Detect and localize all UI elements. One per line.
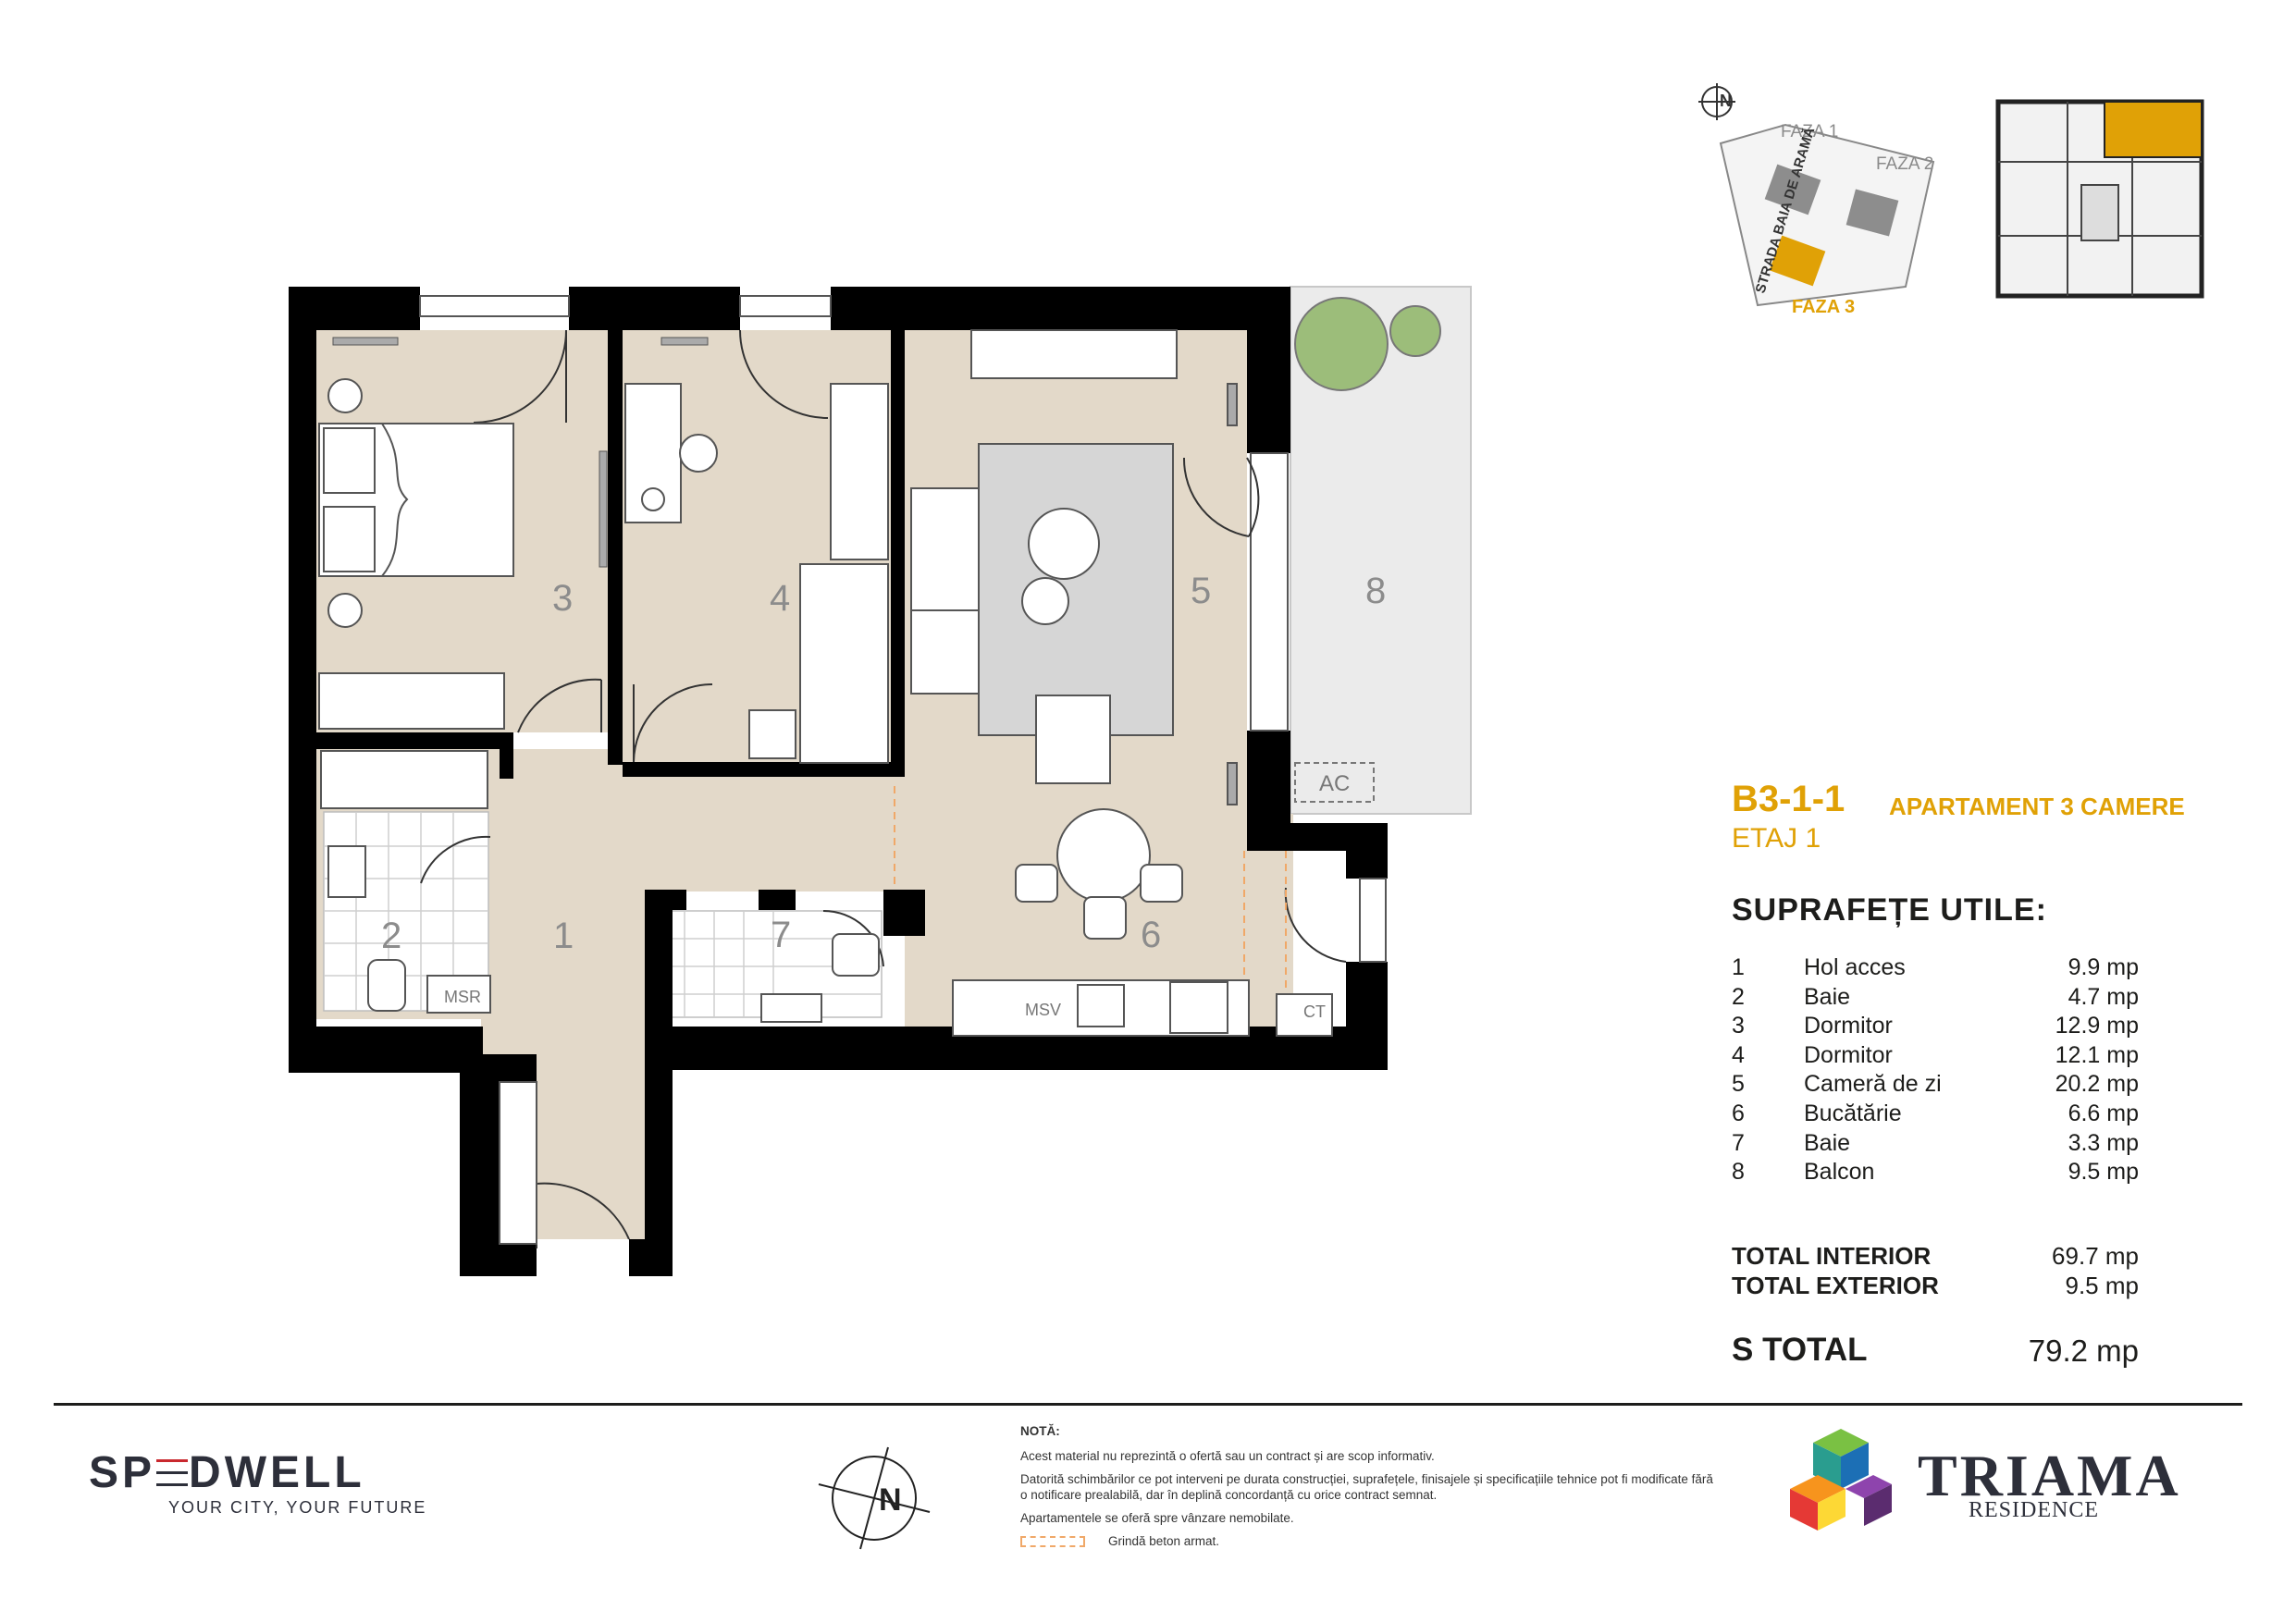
windows [419, 295, 1387, 963]
beam-swatch [1020, 1536, 1085, 1547]
room-num: 6 [1732, 1100, 1745, 1126]
compass-large: N [818, 1446, 931, 1550]
logo-e-icon [156, 1459, 189, 1487]
room-area: 4.7 mp [2068, 983, 2139, 1010]
total-exterior-row: TOTAL EXTERIOR 9.5 mp [1732, 1272, 2139, 1301]
phase2-label: FAZA 2 [1876, 154, 1933, 174]
bathroom-fixtures [320, 750, 880, 1245]
speedwell-logo: SP DWELL [89, 1447, 365, 1498]
room-number-7: 7 [771, 915, 791, 955]
total-interior-label: TOTAL INTERIOR [1732, 1242, 1932, 1270]
room-num: 5 [1732, 1071, 1745, 1098]
totals: TOTAL INTERIOR 69.7 mp TOTAL EXTERIOR 9.5 … [1732, 1242, 2139, 1301]
grand-total-value: 79.2 mp [2028, 1334, 2139, 1368]
note-line-3: Apartamentele se oferă spre vânzare nemo… [1020, 1511, 1294, 1525]
triama-name: TRIAMA [1918, 1443, 2181, 1508]
note-line-2: Datorită schimbărilor ce pot interveni p… [1020, 1472, 1713, 1502]
msr-label: MSR [444, 988, 481, 1006]
ac-unit [1294, 762, 1375, 803]
total-interior-row: TOTAL INTERIOR 69.7 mp [1732, 1242, 2139, 1272]
room-num: 1 [1732, 954, 1745, 980]
msv-label: MSV [1025, 1001, 1061, 1019]
desk [624, 383, 889, 764]
plant-icons [1294, 297, 1441, 391]
room-num: 2 [1732, 983, 1745, 1010]
list-item: 6 Bucătărie 6.6 mp [1732, 1100, 2139, 1130]
list-item: 1 Hol acces 9.9 mp [1732, 954, 2139, 984]
room-name: Baie [1804, 983, 1851, 1010]
room-num: 8 [1732, 1159, 1745, 1186]
room-area: 12.9 mp [2055, 1013, 2139, 1039]
room-name: Dormitor [1804, 1041, 1893, 1068]
room-area: 20.2 mp [2055, 1071, 2139, 1098]
note-title: NOTĂ: [1020, 1424, 1060, 1438]
room-name: Cameră de zi [1804, 1071, 1942, 1098]
phase3-label: FAZA 3 [1792, 297, 1855, 317]
beam-legend-text: Grindă beton armat. [1108, 1534, 1220, 1548]
room-name: Bucătărie [1804, 1100, 1902, 1126]
room-name: Balcon [1804, 1159, 1875, 1186]
room-num: 3 [1732, 1013, 1745, 1039]
room-area: 12.1 mp [2055, 1041, 2139, 1068]
list-item: 7 Baie 3.3 mp [1732, 1130, 2139, 1160]
unit-title: B3-1-1 APARTAMENT 3 CAMERE [1732, 779, 2250, 825]
radiator [660, 337, 709, 346]
compass-small [1698, 83, 1735, 120]
total-exterior-label: TOTAL EXTERIOR [1732, 1272, 1939, 1299]
radiator [332, 337, 399, 346]
disclaimer-note: NOTĂ: Acest material nu reprezintă o ofe… [1020, 1423, 1723, 1552]
total-interior-value: 69.7 mp [2052, 1242, 2139, 1270]
room-number-4: 4 [770, 578, 790, 619]
room-num: 4 [1732, 1041, 1745, 1068]
grand-total: S TOTAL 79.2 mp [1732, 1332, 2139, 1376]
footer-divider [54, 1403, 2242, 1406]
room-area: 9.5 mp [2068, 1159, 2139, 1186]
bed [318, 378, 514, 730]
room-number-6: 6 [1141, 915, 1161, 955]
room-name: Hol acces [1804, 954, 1906, 980]
grand-total-label: S TOTAL [1732, 1332, 1868, 1368]
site-plan [1719, 123, 1935, 307]
total-exterior-value: 9.5 mp [2065, 1272, 2140, 1299]
wardrobe [599, 450, 608, 568]
areas-title: SUPRAFEȚE UTILE: [1732, 892, 2047, 928]
room-number-8: 8 [1365, 571, 1386, 611]
room-name: Baie [1804, 1129, 1851, 1156]
list-item: 3 Dormitor 12.9 mp [1732, 1013, 2139, 1042]
note-line-1: Acest material nu reprezintă o ofertă sa… [1020, 1449, 1435, 1463]
list-item: 5 Cameră de zi 20.2 mp [1732, 1071, 2139, 1100]
triama-sub: RESIDENCE [1969, 1498, 2099, 1522]
list-item: 4 Dormitor 12.1 mp [1732, 1042, 2139, 1072]
logo-text-a: SP [89, 1448, 156, 1497]
unit-floor: ETAJ 1 [1732, 823, 1821, 854]
beam-legend: Grindă beton armat. [1020, 1533, 1723, 1552]
north-large: N [879, 1482, 902, 1518]
room-name: Dormitor [1804, 1013, 1893, 1039]
room-area: 9.9 mp [2068, 954, 2139, 980]
list-item: 2 Baie 4.7 mp [1732, 984, 2139, 1014]
ac-label: AC [1319, 771, 1350, 796]
room-number-1: 1 [553, 916, 574, 956]
room-num: 7 [1732, 1129, 1745, 1156]
ct-label: CT [1303, 1002, 1326, 1021]
logo-text-b: DWELL [189, 1448, 365, 1497]
sofa [910, 329, 1238, 805]
north-small: N [1720, 92, 1732, 110]
unit-code: B3-1-1 [1732, 779, 1845, 819]
speedwell-tagline: YOUR CITY, YOUR FUTURE [168, 1498, 427, 1517]
triama-logo-icon [1790, 1429, 1892, 1531]
list-item: 8 Balcon 9.5 mp [1732, 1159, 2139, 1188]
building-key-plan [1995, 99, 2204, 299]
room-number-2: 2 [381, 916, 401, 956]
unit-type: APARTAMENT 3 CAMERE [1889, 793, 2185, 820]
room-number-5: 5 [1191, 571, 1211, 611]
room-area: 3.3 mp [2068, 1129, 2139, 1156]
dining-table [952, 808, 1333, 1037]
phase1-label: FAZA 1 [1781, 122, 1838, 141]
room-area: 6.6 mp [2068, 1100, 2139, 1126]
room-number-3: 3 [552, 578, 573, 619]
